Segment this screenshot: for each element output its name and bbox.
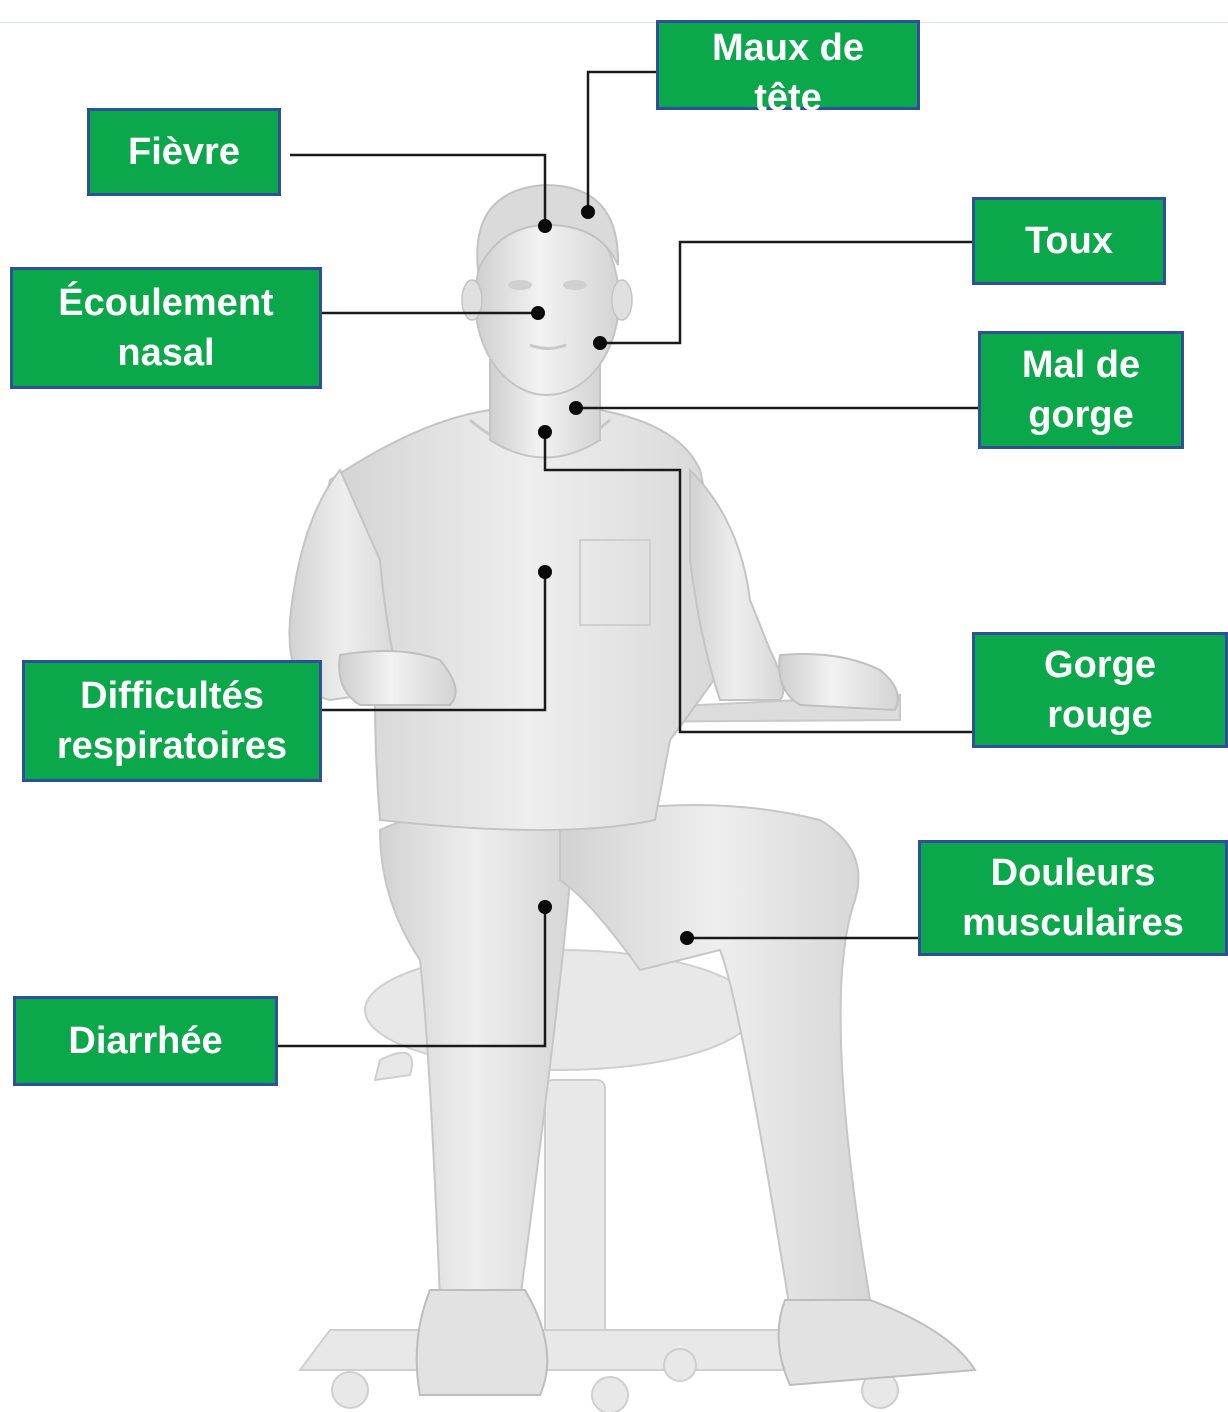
- label-fievre-text: Fièvre: [128, 127, 240, 177]
- marker-douleurs-musculaires: [680, 931, 694, 945]
- label-maux-de-tete-text: Maux de tête: [688, 23, 888, 123]
- head: [462, 185, 632, 395]
- label-mal-de-gorge-text: Mal de gorge: [1006, 340, 1156, 440]
- marker-diarrhee: [538, 900, 552, 914]
- label-diarrhee-text: Diarrhée: [68, 1016, 222, 1066]
- label-difficultes-respiratoires: Difficultés respiratoires: [22, 660, 322, 782]
- marker-toux: [593, 336, 607, 350]
- label-toux-text: Toux: [1025, 216, 1113, 266]
- label-ecoulement-nasal: Écoulement nasal: [10, 267, 322, 389]
- label-gorge-rouge-text: Gorge rouge: [1030, 640, 1170, 740]
- label-douleurs-musculaires-text: Douleurs musculaires: [938, 848, 1208, 948]
- leader-line-maux-de-tete: [588, 72, 656, 212]
- label-douleurs-musculaires: Douleurs musculaires: [918, 840, 1228, 956]
- marker-difficultes-respiratoires: [538, 565, 552, 579]
- label-ecoulement-nasal-text: Écoulement nasal: [36, 278, 296, 378]
- marker-fievre: [538, 219, 552, 233]
- marker-maux-de-tete: [581, 205, 595, 219]
- marker-gorge-rouge: [538, 425, 552, 439]
- label-maux-de-tete: Maux de tête: [656, 20, 920, 110]
- label-difficultes-respiratoires-text: Difficultés respiratoires: [37, 671, 307, 771]
- marker-mal-de-gorge: [569, 401, 583, 415]
- leader-line-toux: [600, 242, 972, 343]
- label-diarrhee: Diarrhée: [13, 996, 278, 1086]
- label-toux: Toux: [972, 197, 1166, 285]
- label-fievre: Fièvre: [87, 108, 281, 196]
- label-gorge-rouge: Gorge rouge: [972, 632, 1228, 748]
- marker-ecoulement-nasal: [531, 306, 545, 320]
- label-mal-de-gorge: Mal de gorge: [978, 331, 1184, 449]
